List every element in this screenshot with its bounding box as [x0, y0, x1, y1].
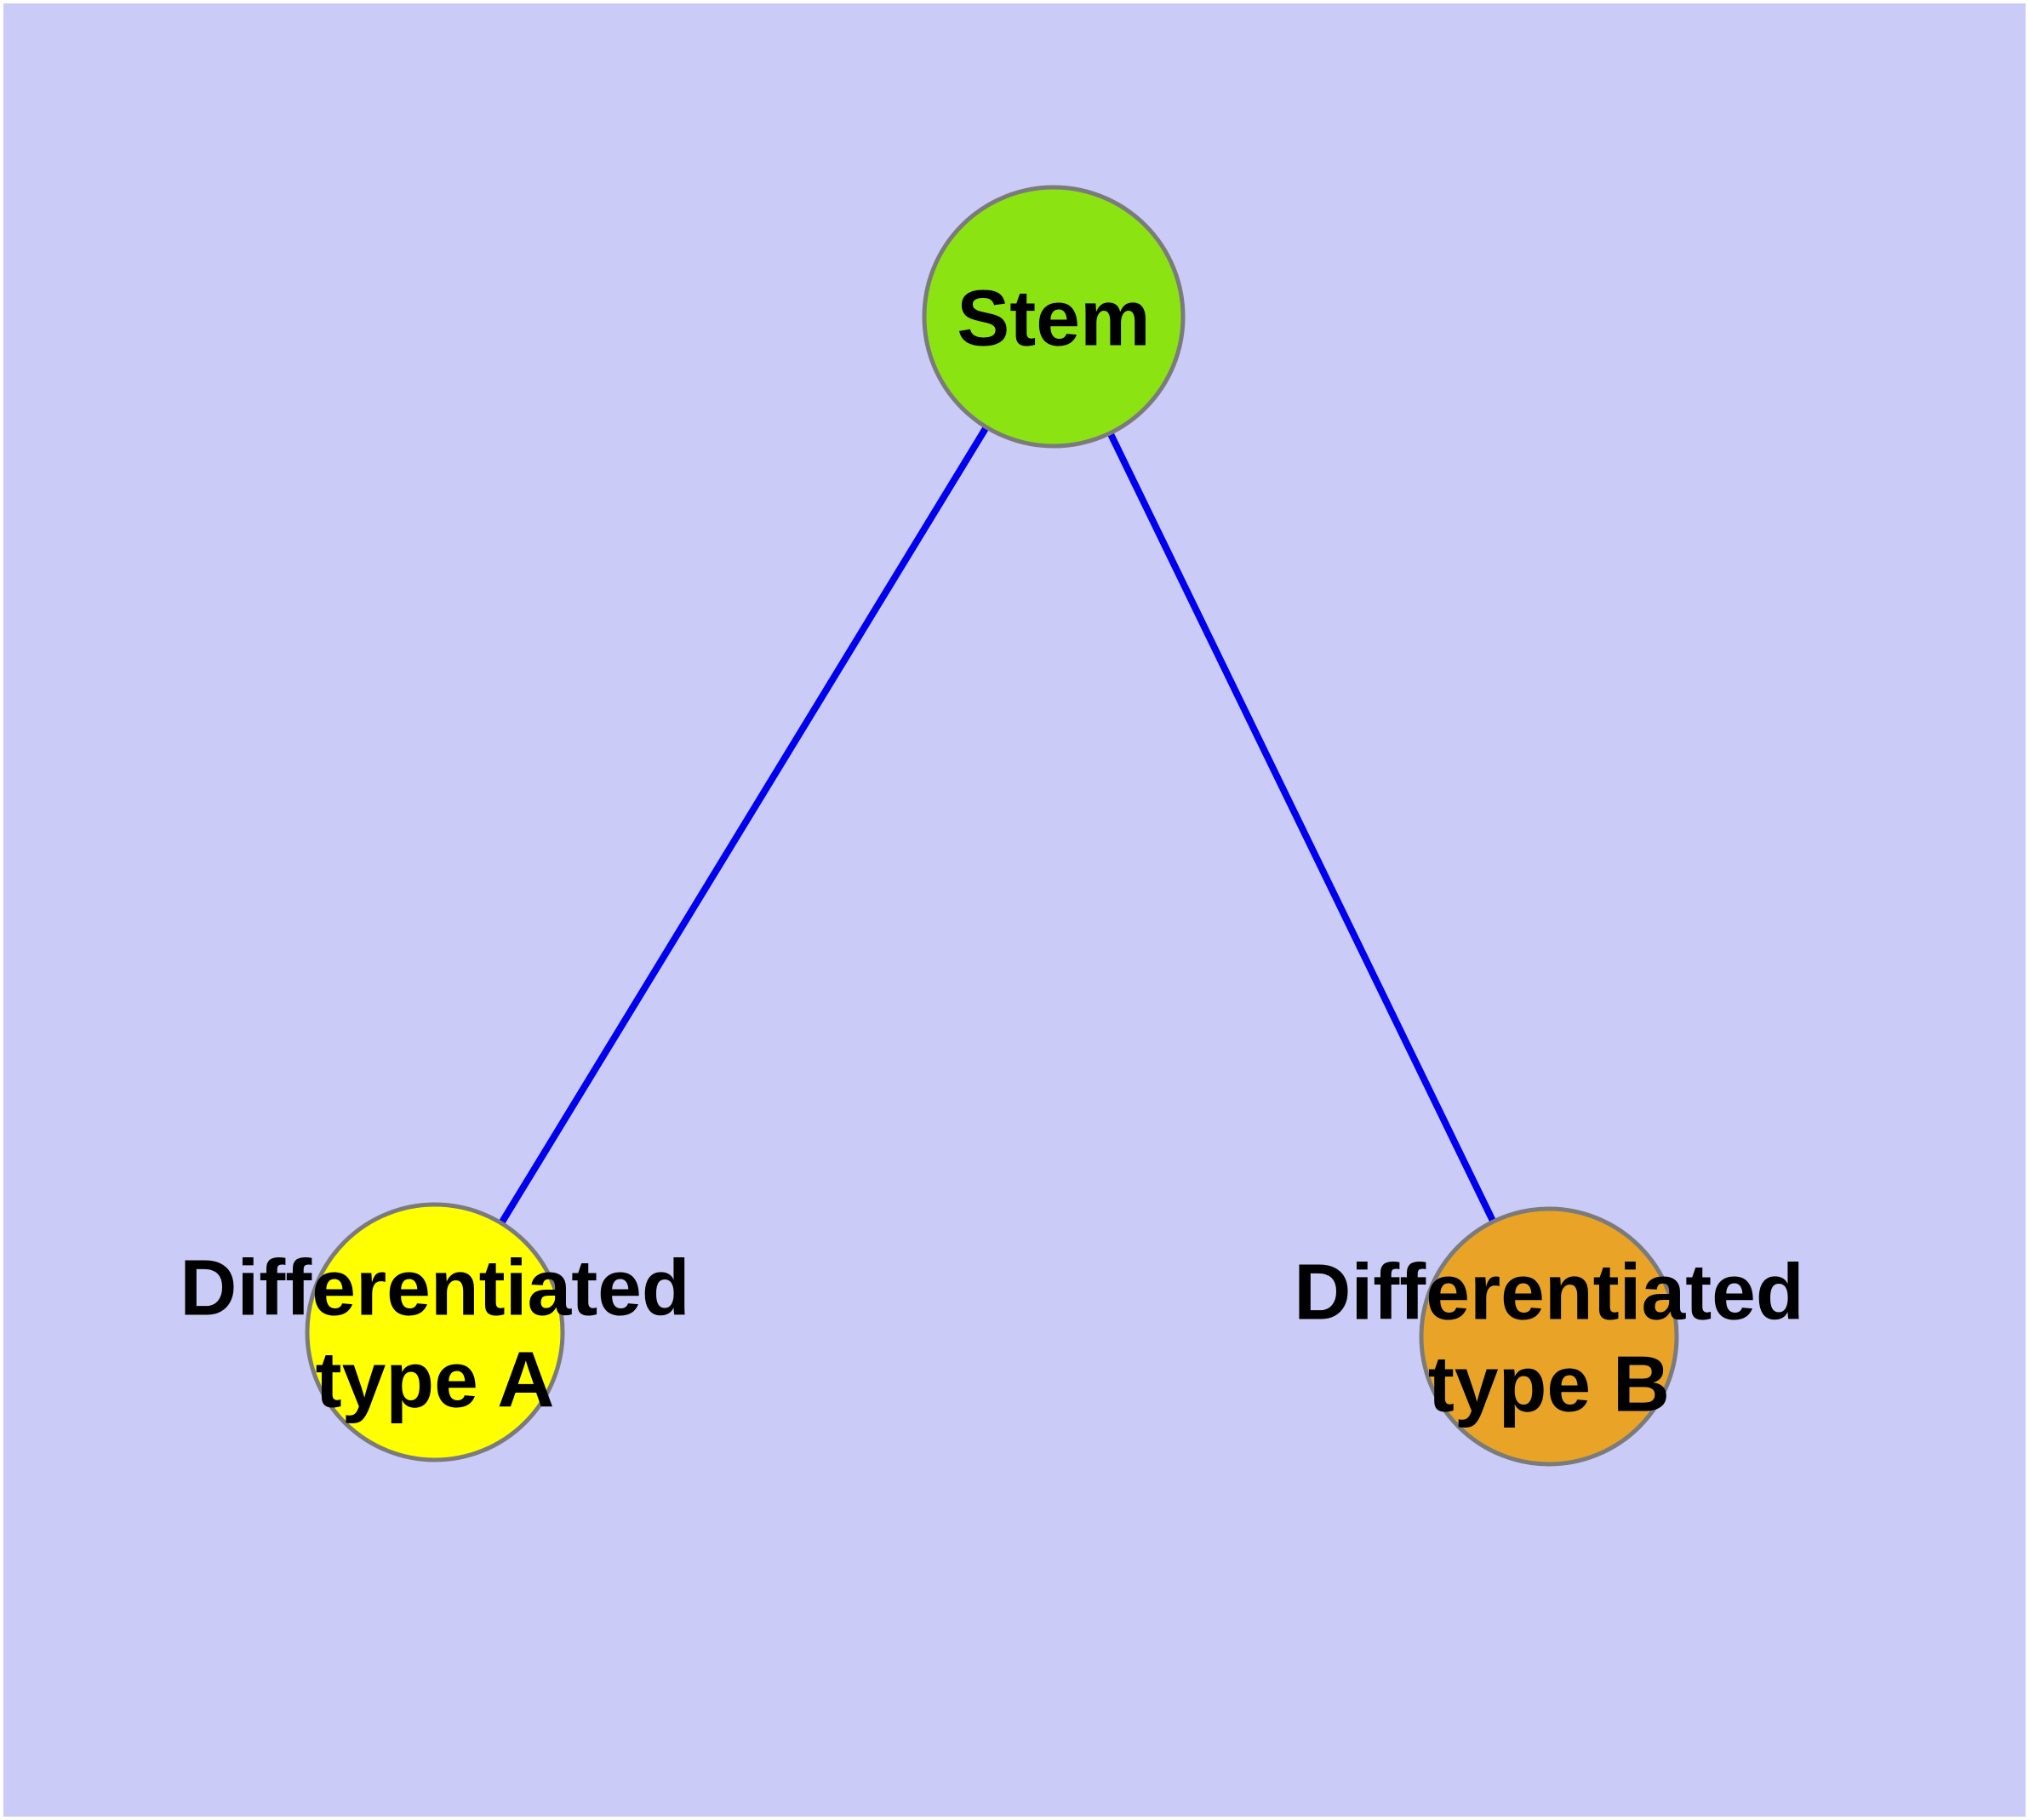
node-differentiated-type-a-circle [305, 1202, 565, 1462]
node-differentiated-type-a-label-line-2: type A [316, 1335, 555, 1423]
node-differentiated-type-b-circle [1419, 1206, 1679, 1467]
node-differentiated-type-b-label-line-1: Differentiated [1294, 1247, 1803, 1336]
node-stem-circle [922, 185, 1186, 449]
node-differentiated-type-b-label-line-2: type B [1428, 1339, 1670, 1428]
node-differentiated-type-a-label-line-1: Differentiated [180, 1243, 689, 1331]
edge-stem-to-differentiated-type-a [432, 314, 1057, 1335]
edge-stem-to-differentiated-type-b [1050, 315, 1552, 1338]
node-stem-label-line-1: Stem [957, 273, 1150, 362]
